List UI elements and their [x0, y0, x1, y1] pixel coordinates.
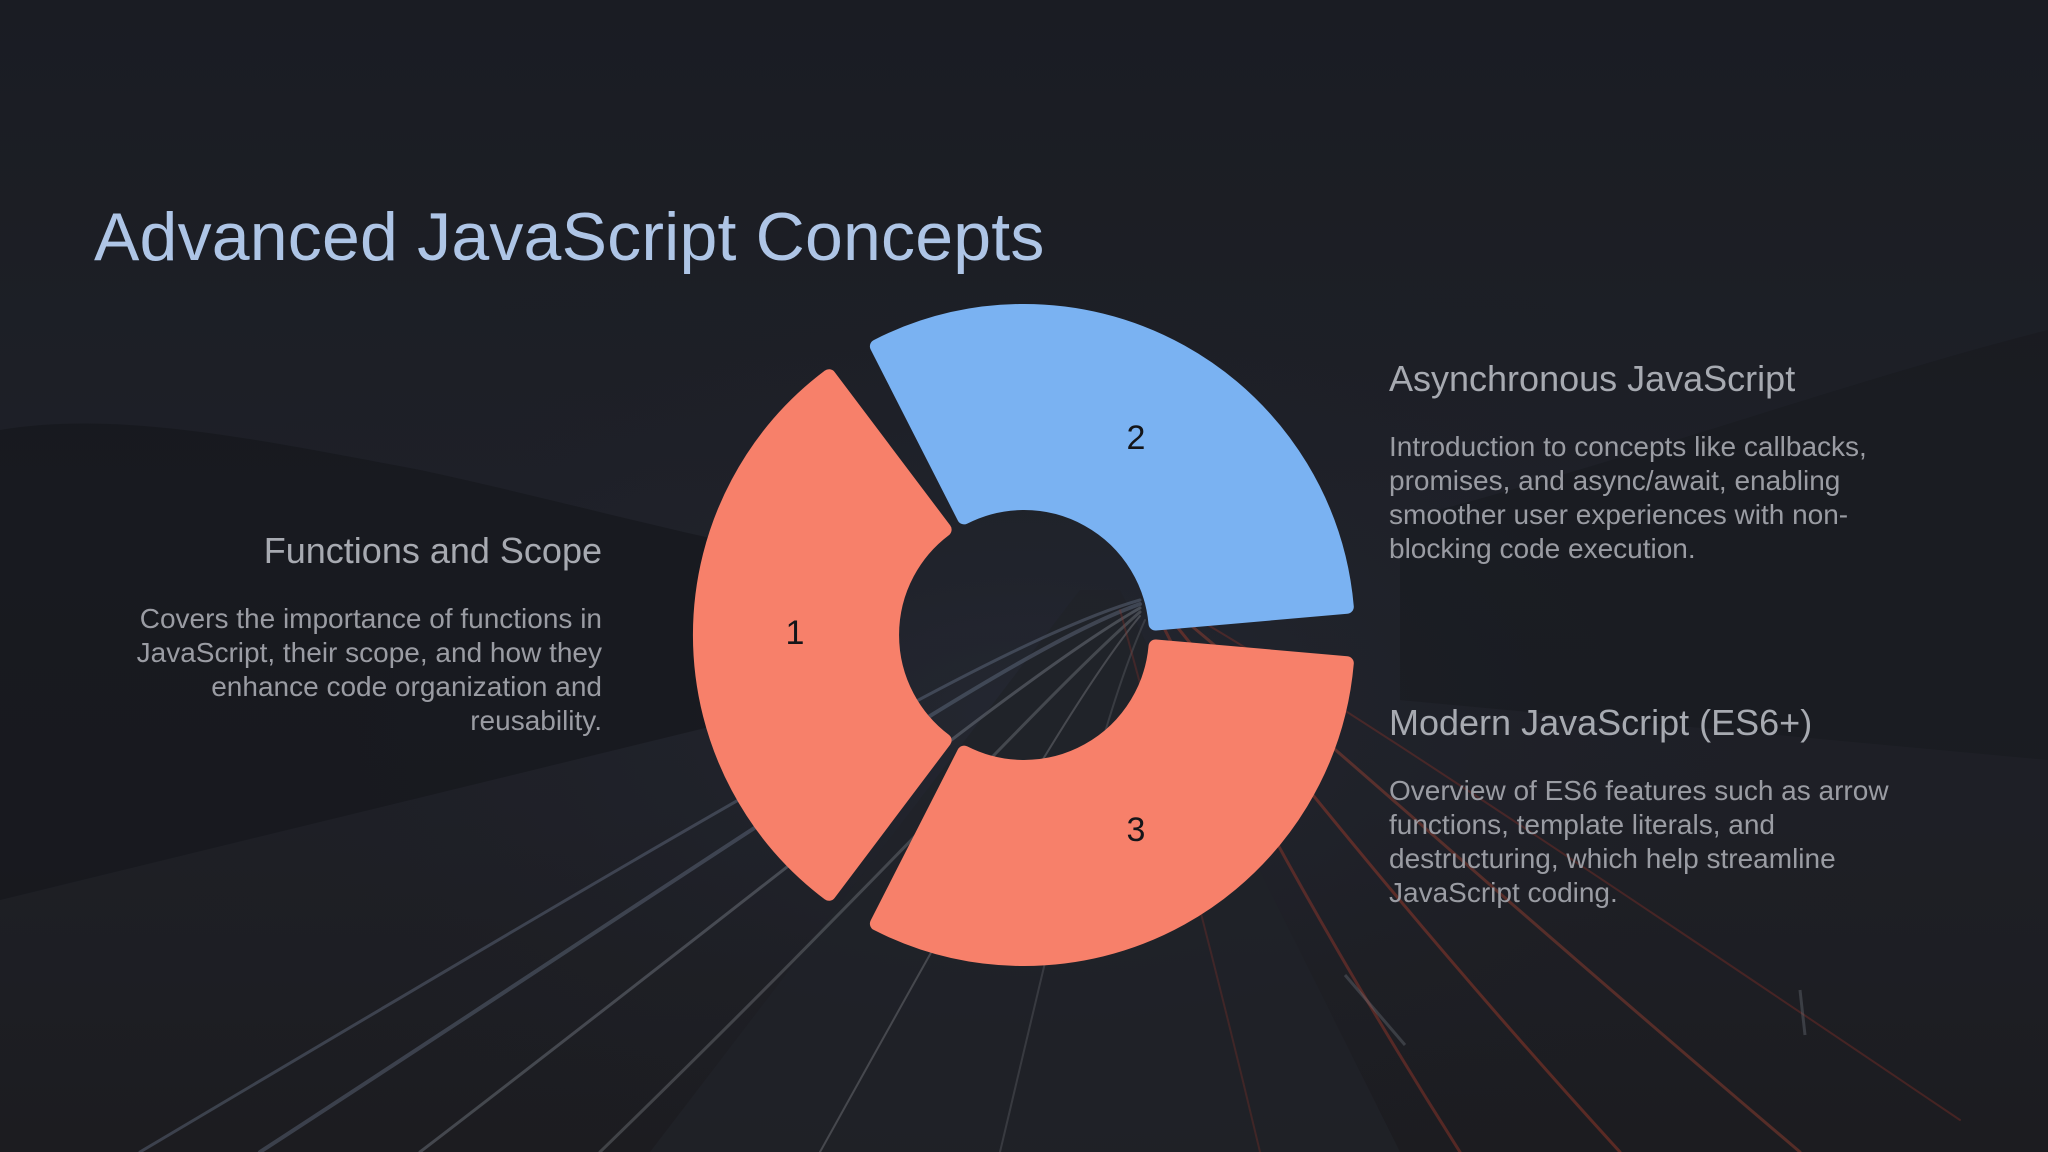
- modern-javascript-text: Overview of ES6 features such as arrow f…: [1389, 774, 1929, 910]
- asynchronous-javascript-text: Introduction to concepts like callbacks,…: [1389, 430, 1929, 566]
- segment-1-functions: [700, 376, 945, 894]
- segment-3-number: 3: [1127, 811, 1146, 849]
- segment-1-number: 1: [786, 614, 805, 652]
- functions-and-scope-heading: Functions and Scope: [264, 530, 602, 572]
- functions-and-scope-text: Covers the importance of functions in Ja…: [82, 602, 602, 738]
- segment-2-async: [877, 311, 1347, 624]
- asynchronous-javascript-heading: Asynchronous JavaScript: [1389, 358, 1795, 400]
- modern-javascript-heading: Modern JavaScript (ES6+): [1389, 702, 1812, 744]
- segment-3-es6: [877, 647, 1347, 960]
- segment-2-number: 2: [1127, 419, 1146, 457]
